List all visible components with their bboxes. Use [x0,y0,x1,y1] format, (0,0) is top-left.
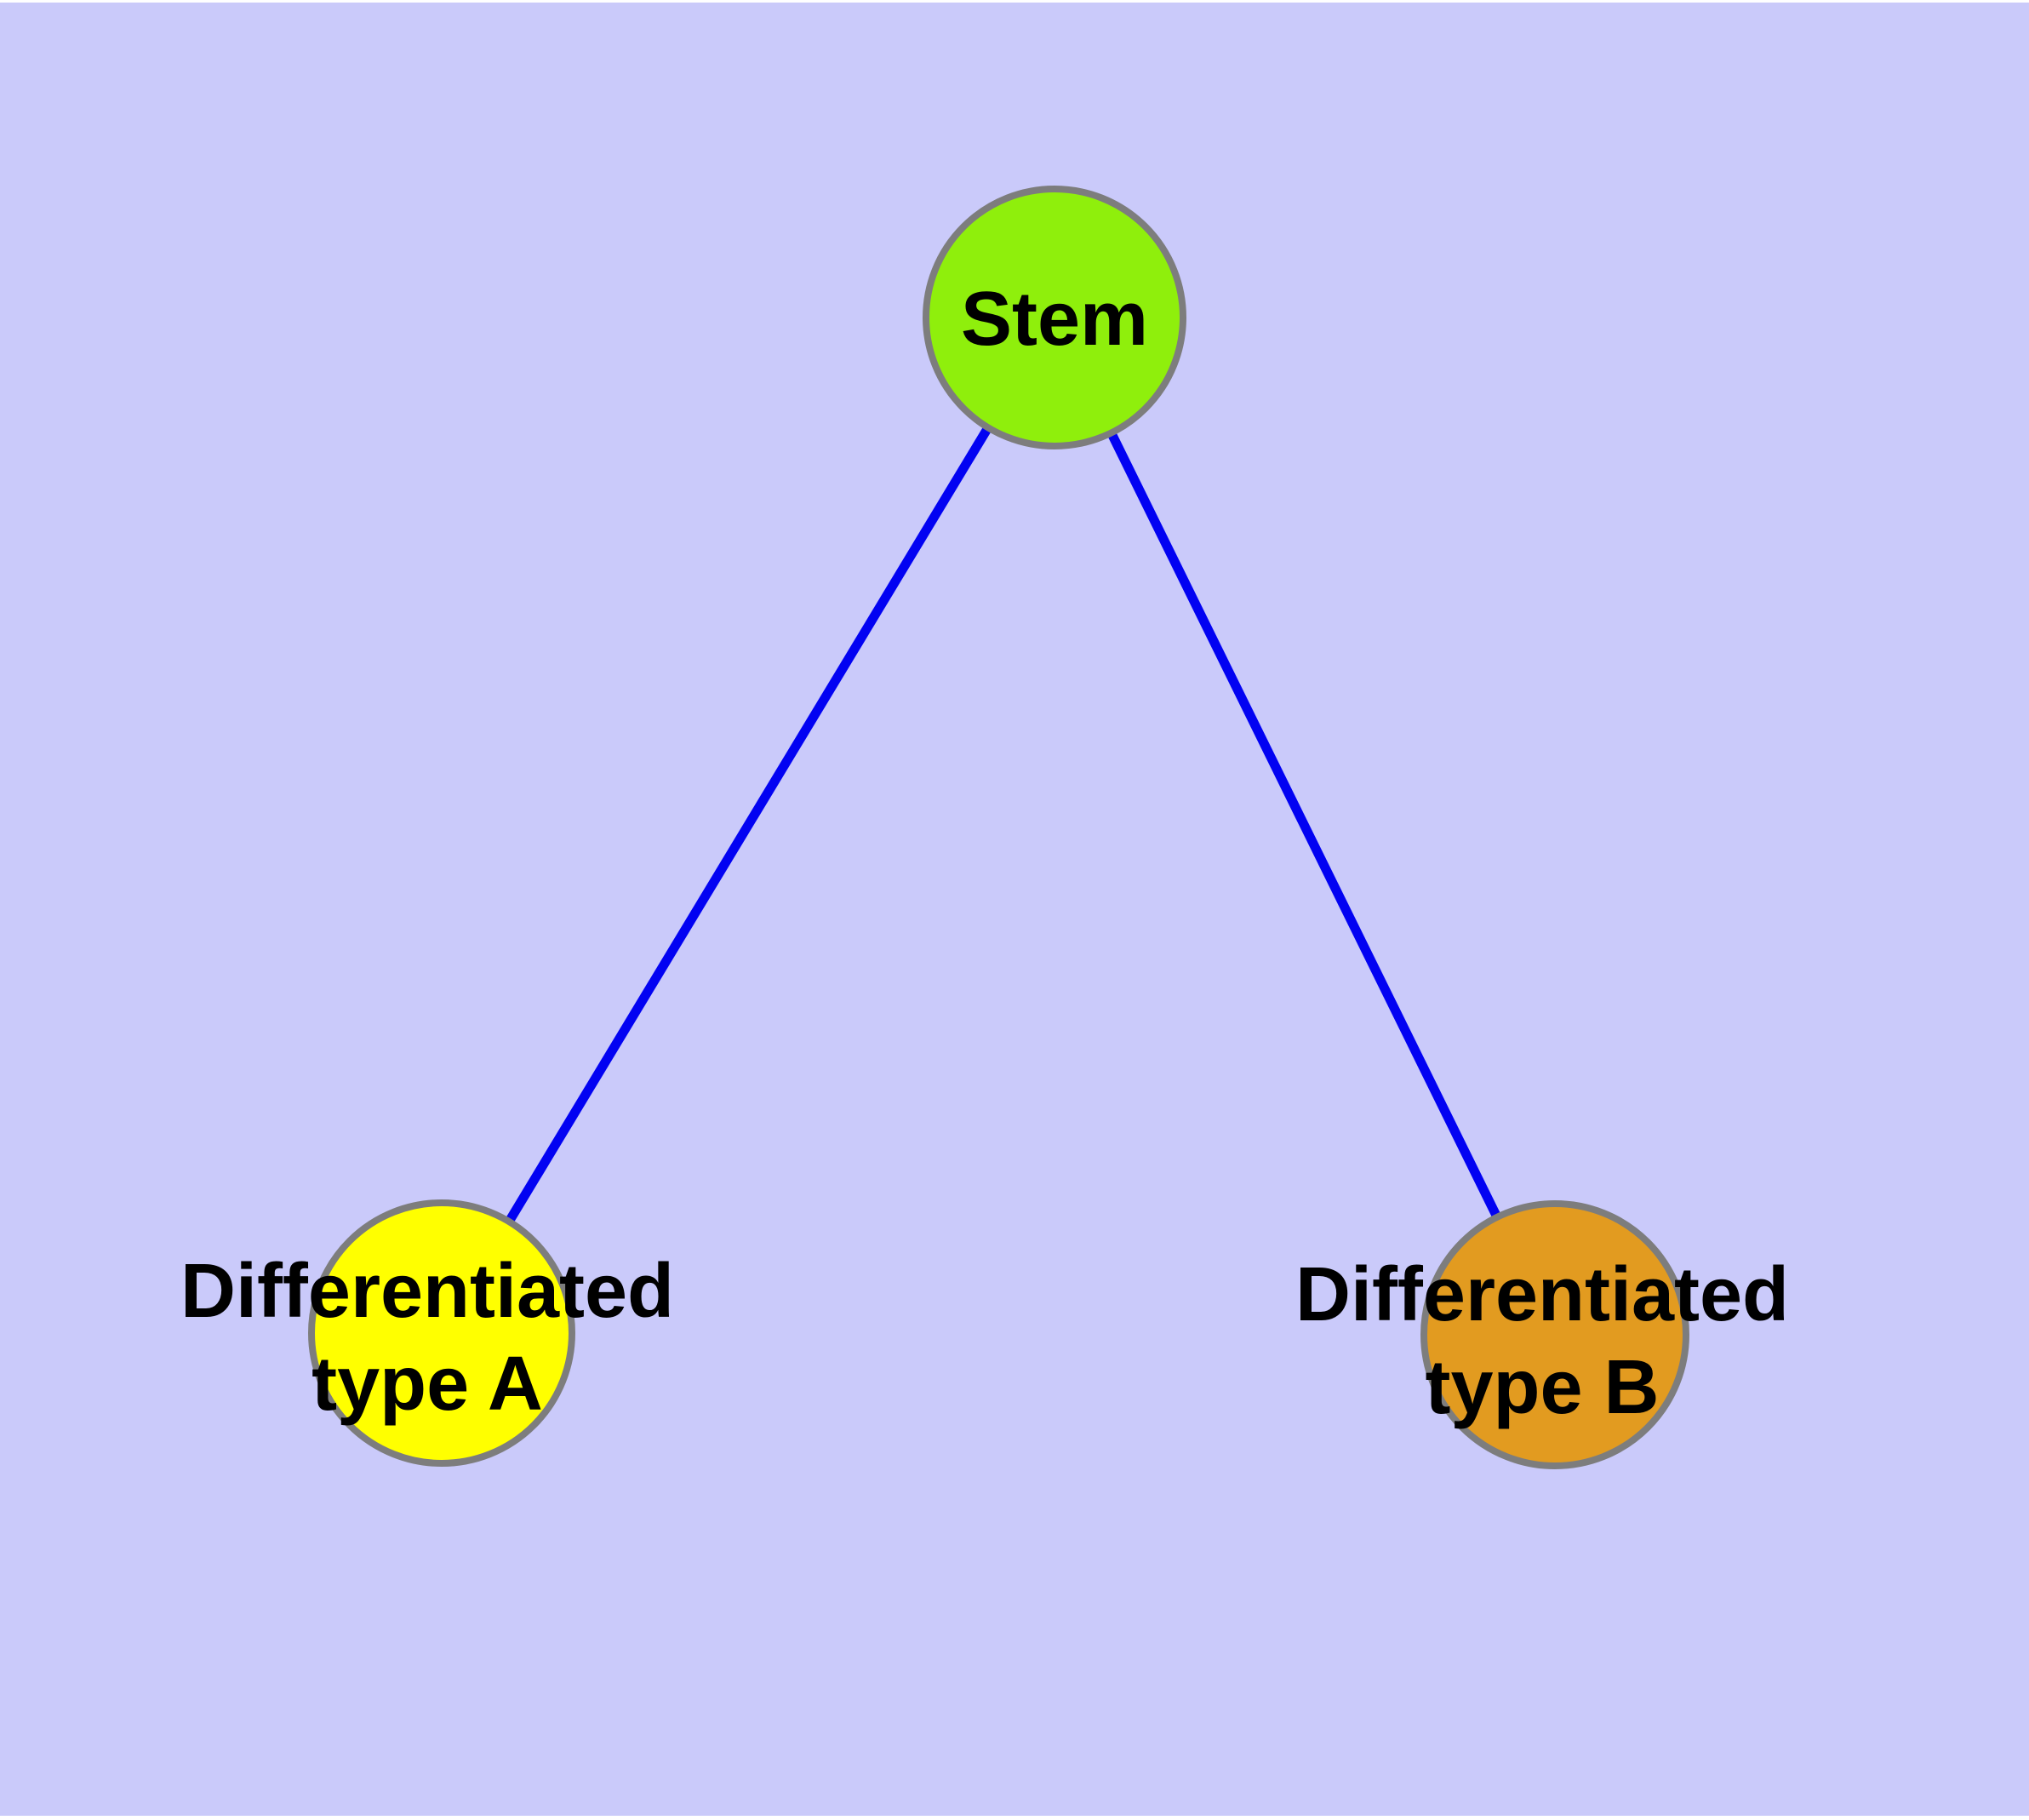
node-stem-label: Stem [961,277,1148,362]
edge-stem-to-type-a [437,315,1059,1336]
node-stem-circle [923,186,1186,449]
node-type-b-label-line1: Differentiated [1295,1252,1789,1337]
node-type-b-label-line2: type B [1425,1345,1659,1430]
node-type-a-label-line2: type A [311,1342,543,1427]
node-type-a-circle [308,1199,575,1467]
node-type-b-circle [1420,1200,1689,1469]
edge-stem-to-type-b [1050,315,1559,1337]
node-type-a-label-line1: Differentiated [180,1249,674,1334]
